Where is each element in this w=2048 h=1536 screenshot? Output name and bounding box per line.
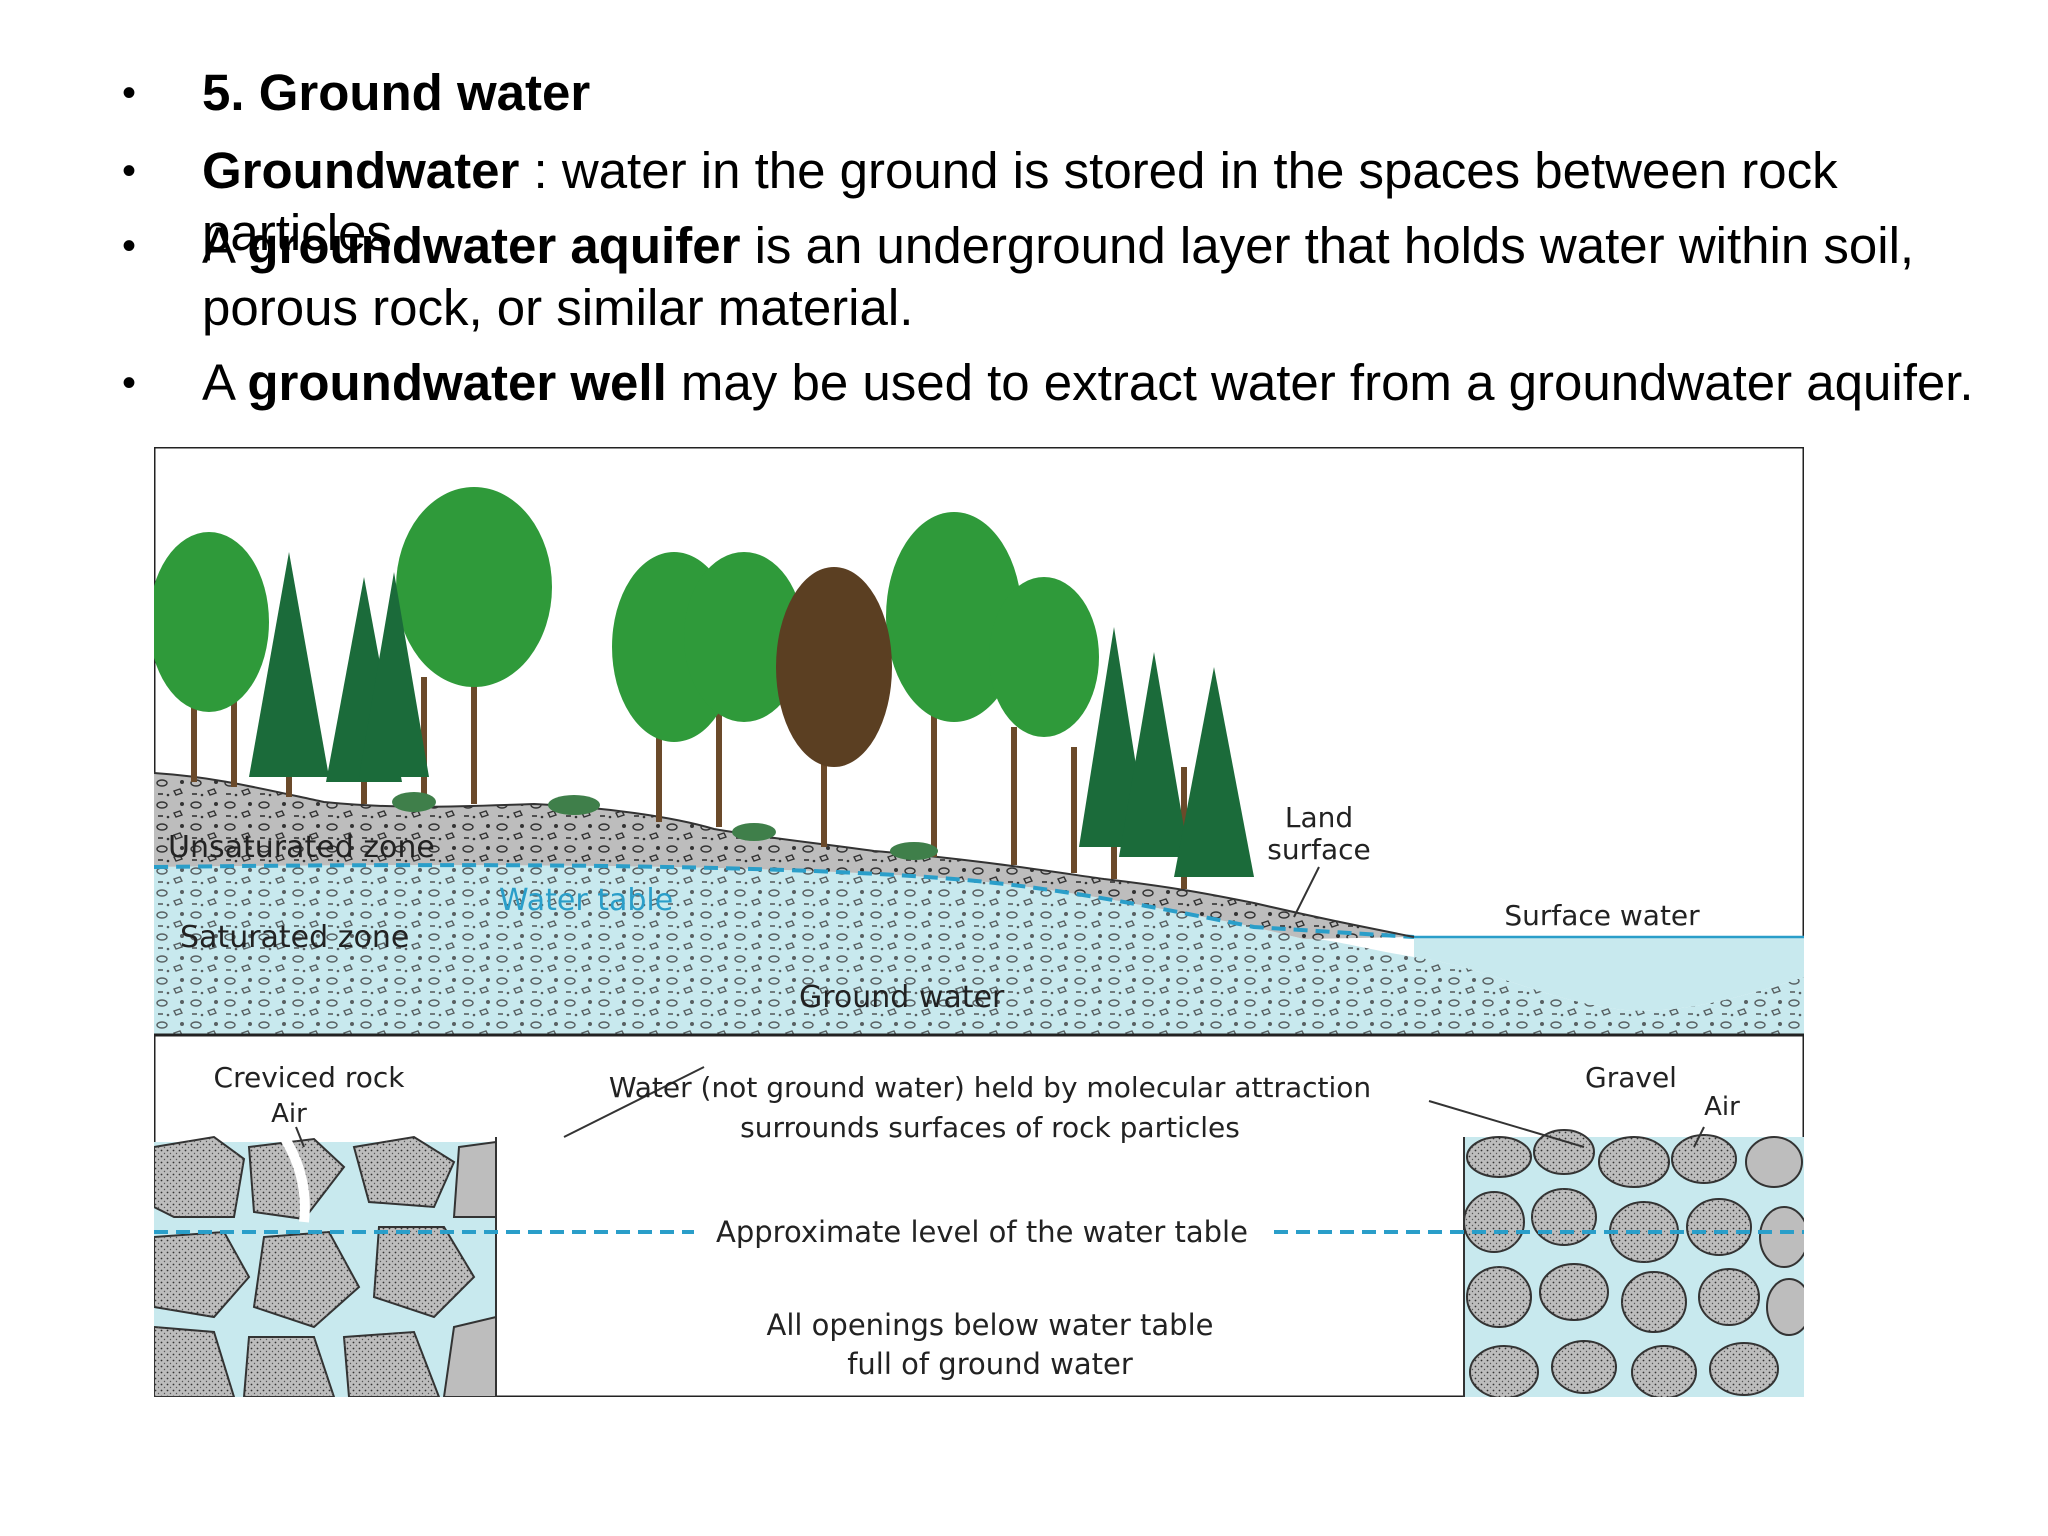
label-air-right: Air — [1704, 1092, 1740, 1122]
label-creviced-rock: Creviced rock — [214, 1061, 406, 1094]
label-molecular-line2: surrounds surfaces of rock particles — [740, 1111, 1240, 1144]
label-openings-line2: full of ground water — [847, 1347, 1133, 1381]
molecular-leader-left — [563, 1066, 705, 1138]
term-groundwater: Groundwater — [202, 142, 520, 199]
label-openings-line1: All openings below water table — [767, 1308, 1214, 1342]
label-gravel: Gravel — [1585, 1061, 1677, 1094]
groundwater-diagram: Unsaturated zone Water table Saturated z… — [154, 447, 1804, 1397]
land-surface-line — [154, 772, 1415, 938]
molecular-leader-right — [1428, 1100, 1585, 1148]
gravel-block — [1463, 1129, 1804, 1397]
air-left-leader — [295, 1126, 305, 1148]
bullet-dot: • — [122, 71, 137, 115]
bullet-dot: • — [122, 149, 137, 193]
label-surface: surface — [1267, 833, 1370, 866]
land-surface-leader — [1293, 866, 1320, 918]
label-air-left: Air — [271, 1099, 307, 1129]
label-saturated-zone: Saturated zone — [180, 920, 409, 955]
term-well: groundwater well — [247, 354, 667, 411]
definition-text: : water in the ground is stored in the s… — [202, 142, 1838, 261]
text-prefix: A — [202, 217, 248, 274]
surface-water-body — [1414, 937, 1804, 1011]
text-prefix: A — [202, 354, 248, 411]
forest — [154, 487, 1254, 889]
bullet-dot: • — [122, 361, 137, 405]
label-unsaturated-zone: Unsaturated zone — [168, 830, 435, 865]
definition-text-line2: porous rock, or similar material. — [202, 279, 914, 336]
label-molecular-line1: Water (not ground water) held by molecul… — [609, 1071, 1371, 1104]
label-approx-level: Approximate level of the water table — [716, 1215, 1248, 1249]
label-ground-water: Ground water — [799, 980, 1005, 1015]
definition-text: is an underground layer that holds water… — [740, 217, 1915, 274]
slide-heading: 5. Ground water — [202, 64, 591, 121]
definition-text: may be used to extract water from a grou… — [666, 354, 1974, 411]
water-table-line — [154, 863, 1415, 939]
creviced-rock-block — [154, 1134, 497, 1397]
air-right-leader — [1693, 1126, 1705, 1148]
label-water-table: Water table — [499, 883, 673, 918]
label-land: Land — [1285, 801, 1353, 834]
saturated-zone-texture — [154, 865, 1804, 1035]
term-aquifer: groundwater aquifer — [247, 217, 741, 274]
bullet-dot: • — [122, 224, 137, 268]
label-surface-water: Surface water — [1504, 899, 1700, 932]
